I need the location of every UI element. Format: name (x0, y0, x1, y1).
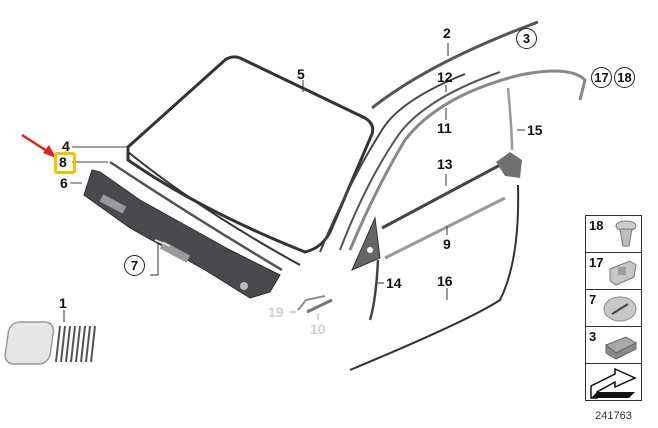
clip-icon (605, 336, 638, 360)
legend-item-7: 7 (585, 289, 642, 327)
label-part-13: 13 (437, 156, 453, 172)
legend-item-18: 18 (585, 215, 642, 253)
trim-end-piece (496, 152, 522, 178)
seal-strip-8 (109, 160, 283, 272)
circled-label-part-18: 18 (614, 67, 635, 88)
push-rivet-icon (615, 220, 637, 247)
hardware-legend: 18 17 7 3 (585, 215, 642, 401)
door-frame-seal (348, 69, 587, 251)
legend-item-17: 17 (585, 252, 642, 290)
roof-strip-2 (371, 20, 539, 110)
label-part-19: 19 (268, 304, 284, 320)
small-clip-19 (297, 295, 326, 311)
pillar-trim-11 (339, 71, 501, 251)
legend-item-arrow (585, 363, 642, 401)
label-part-14: 14 (386, 275, 402, 291)
highlight-box-part-8 (54, 152, 76, 174)
legend-item-3: 3 (585, 326, 642, 364)
circled-label-part-7: 7 (124, 255, 145, 276)
circled-label-part-17: 17 (591, 67, 612, 88)
label-part-4: 4 (62, 138, 70, 154)
pillar-trim-12 (319, 73, 466, 253)
label-part-1: 1 (59, 295, 67, 311)
door-seal-16 (349, 184, 520, 371)
mirror-triangle-14 (351, 216, 381, 271)
label-part-10: 10 (310, 321, 326, 337)
kidney-grille (4, 321, 96, 365)
label-part-5: 5 (297, 66, 305, 82)
label-part-15: 15 (527, 122, 543, 138)
windshield-seal (127, 151, 301, 266)
round-cap-icon (603, 296, 637, 322)
b-pillar-seal (506, 87, 514, 151)
small-strip-10 (306, 298, 333, 314)
arrow-direction-icon (590, 368, 637, 399)
label-part-2: 2 (443, 25, 451, 41)
label-part-11: 11 (437, 120, 452, 136)
clip-bracket-icon (609, 260, 637, 286)
label-part-8[interactable]: 8 (59, 154, 67, 170)
label-part-9: 9 (443, 236, 451, 252)
circled-label-part-3: 3 (516, 28, 537, 49)
cowl-panel (83, 169, 281, 299)
label-part-6: 6 (60, 175, 68, 191)
label-part-16: 16 (437, 273, 453, 289)
weatherstrip-9 (384, 196, 506, 260)
label-part-12: 12 (437, 69, 453, 85)
red-arrow-icon (21, 133, 56, 158)
document-id: 241763 (595, 410, 632, 422)
